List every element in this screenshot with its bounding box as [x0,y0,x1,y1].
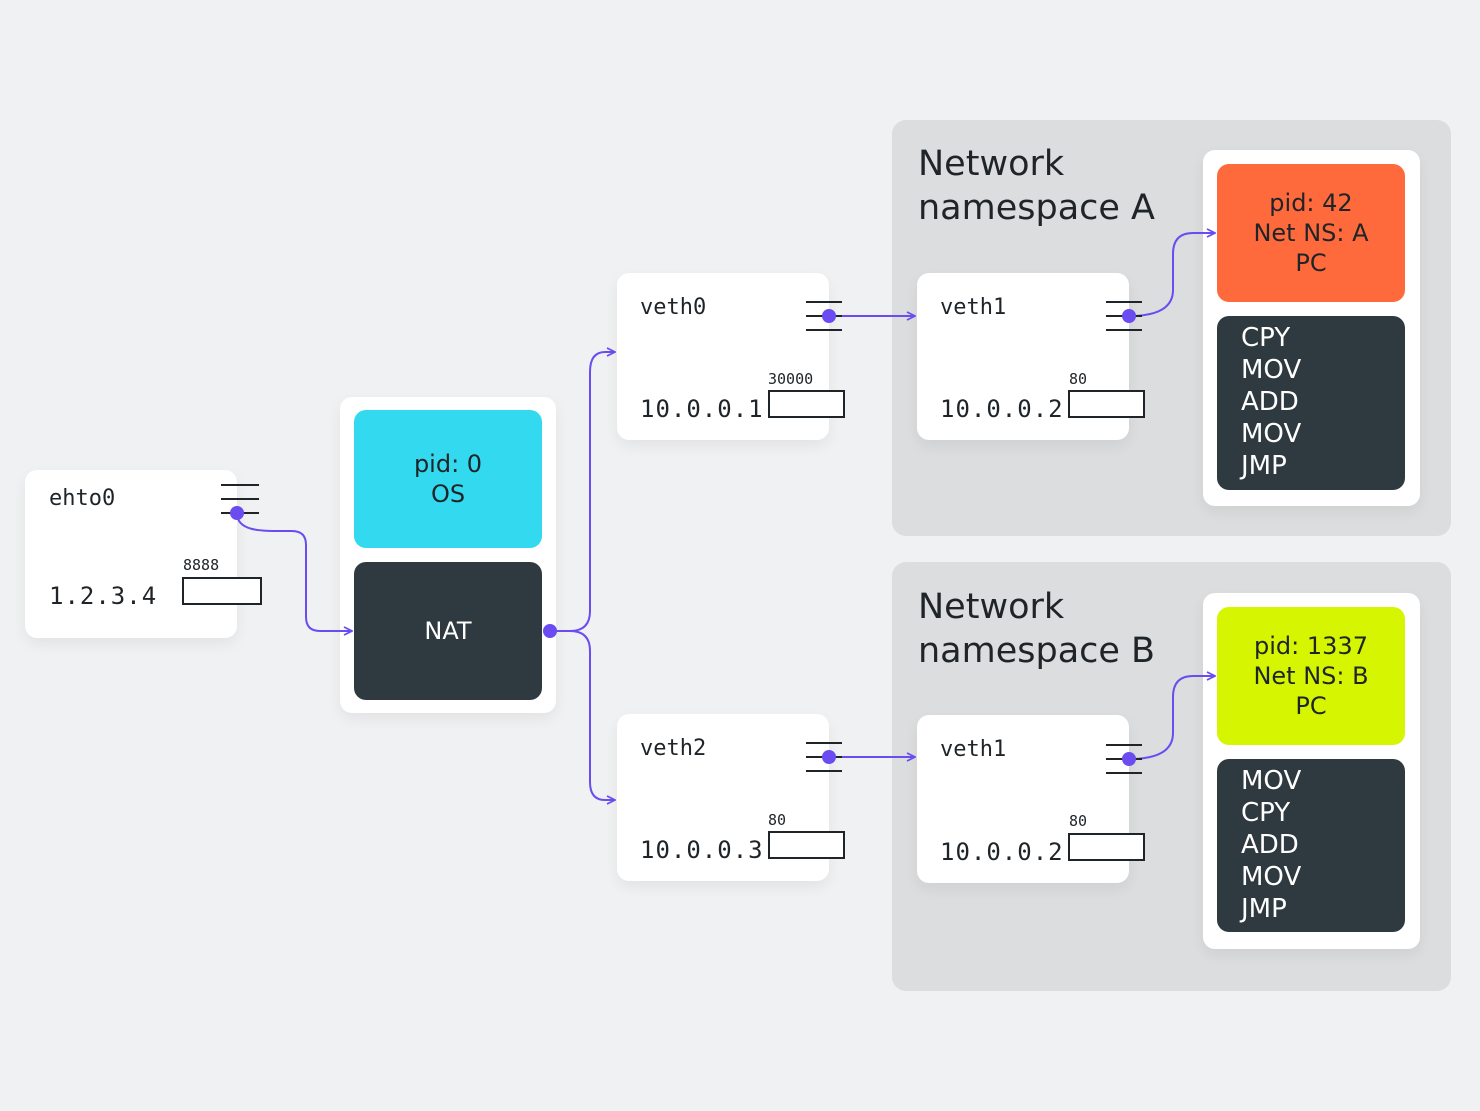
namespace-b-title-line1: Network [918,587,1065,627]
instruction-line: MOV [1241,355,1302,385]
connector-dot-icon[interactable] [1122,752,1136,766]
instruction-line: CPY [1241,323,1291,353]
instruction-line: JMP [1241,451,1287,481]
instruction-line: ADD [1241,387,1299,417]
instruction-line: CPY [1241,798,1291,828]
wire-nat-to-veth2 [569,630,615,800]
namespace-a-title-line2: namespace A [918,188,1156,228]
namespace-b-process-block[interactable]: pid: 1337 Net NS: B PC [1217,607,1405,745]
namespace-b-title: Network namespace B [918,585,1155,673]
connector-dot-icon[interactable] [230,506,244,520]
namespace-a-title-line1: Network [918,144,1065,184]
instruction-line: MOV [1241,766,1302,796]
instruction-line: MOV [1241,862,1302,892]
namespace-a-veth1-port-box [1068,390,1145,418]
connector-dot-icon[interactable] [543,624,557,638]
veth2-port-box [768,831,845,859]
nat-label: NAT [424,617,472,645]
veth0-ip: 10.0.0.1 [640,395,764,423]
connector-dot-icon[interactable] [1122,309,1136,323]
namespace-b-veth1-ip: 10.0.0.2 [940,838,1064,866]
os-process-block[interactable]: pid: 0 OS [354,410,542,548]
namespace-b-veth1-port-label: 80 [1069,812,1088,830]
namespace-a-veth1-name: veth1 [940,295,1007,320]
wire-host-to-nat [236,512,352,631]
host-interface-card[interactable] [25,470,237,638]
instruction-line: MOV [1241,419,1302,449]
namespace-b-title-line2: namespace B [918,631,1156,671]
wire-nat-to-veth0 [550,352,615,632]
veth2-port-label: 80 [768,811,787,829]
namespace-a-process-block[interactable]: pid: 42 Net NS: A PC [1217,164,1405,302]
namespace-a-title: Network namespace A [918,142,1155,230]
host-interface-ip: 1.2.3.4 [49,582,158,610]
namespace-a-instructions: CPY MOV ADD MOV JMP [1217,316,1405,490]
nat-block[interactable]: NAT [354,562,542,700]
wire-veth1-a-to-process [1128,233,1215,317]
os-process-kind: OS [430,480,466,508]
connector-dot-icon[interactable] [822,750,836,764]
os-process-pid: pid: 0 [413,450,483,478]
namespace-a-process-pc: PC [1295,249,1327,277]
host-interface-port-box [182,577,262,605]
host-interface-name: ehto0 [49,486,116,511]
instruction-line: JMP [1241,894,1287,924]
host-interface-port-label: 8888 [183,556,220,574]
connector-dot-icon[interactable] [822,309,836,323]
namespace-b-process-pc: PC [1295,692,1327,720]
namespace-b-veth1-port-box [1068,833,1145,861]
instruction-line: ADD [1241,830,1299,860]
namespace-b-veth1-name: veth1 [940,737,1007,762]
namespace-a-veth1-ip: 10.0.0.2 [940,395,1064,423]
veth0-name: veth0 [640,295,707,320]
veth2-ip: 10.0.0.3 [640,836,764,864]
veth0-port-label: 30000 [768,370,814,388]
namespace-a-process-ns: Net NS: A [1253,219,1369,247]
namespace-b-instructions: MOV CPY ADD MOV JMP [1217,759,1405,932]
namespace-b-process-pid: pid: 1337 [1254,632,1368,660]
namespace-a-veth1-port-label: 80 [1069,370,1088,388]
namespace-b-process-ns: Net NS: B [1253,662,1369,690]
namespace-a-process-pid: pid: 42 [1269,189,1353,217]
veth2-name: veth2 [640,736,707,761]
veth0-port-box [768,390,845,418]
wire-veth1-b-to-process [1128,676,1215,760]
